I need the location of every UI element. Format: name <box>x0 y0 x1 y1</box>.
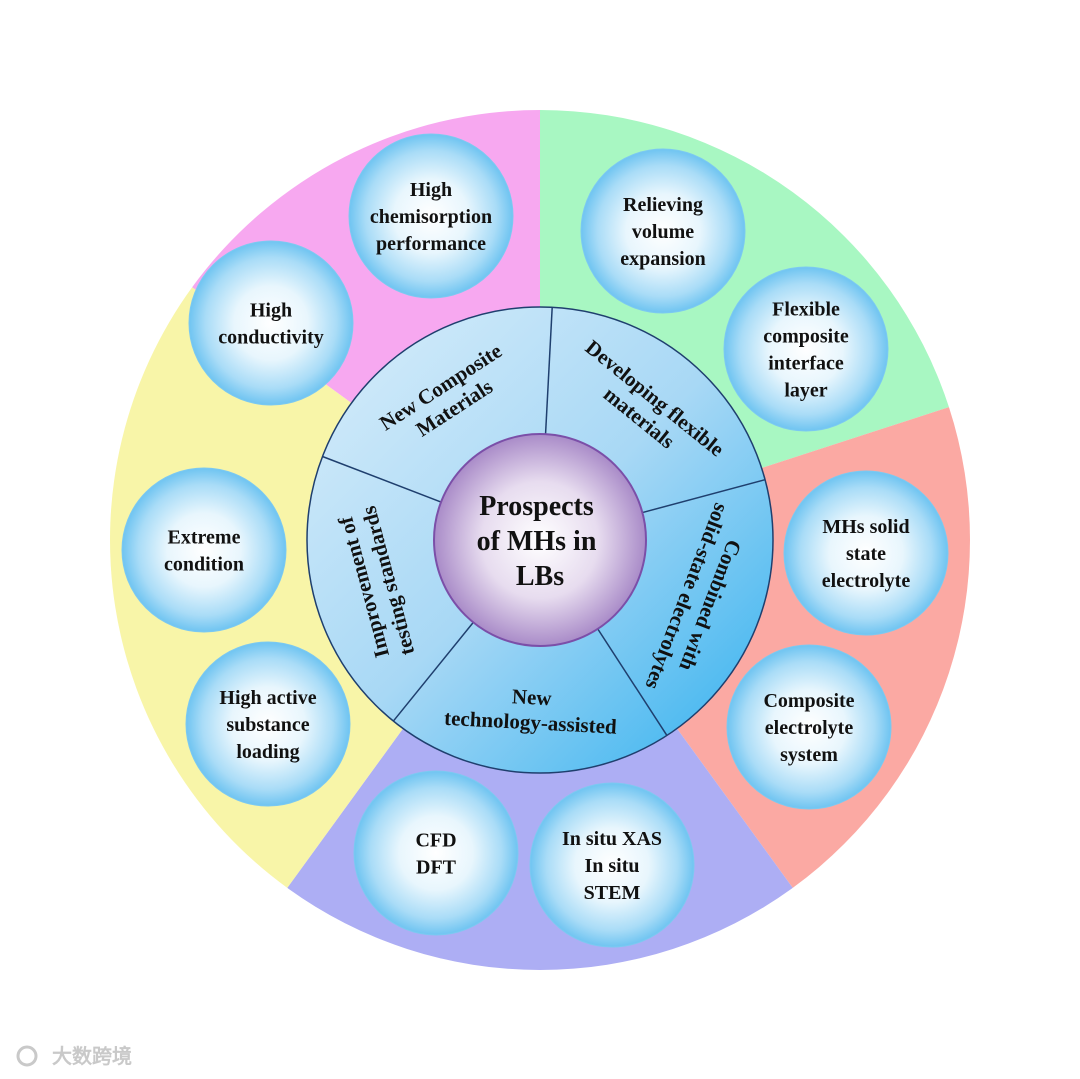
center-title-line: LBs <box>516 561 564 592</box>
benefit-bubble: Flexible composite interface layer <box>723 266 889 432</box>
bubble-circle <box>580 148 746 314</box>
benefit-bubble: Extreme condition <box>121 467 287 633</box>
bubble-text-line: High <box>250 300 292 322</box>
bubble-text-line: Extreme <box>168 527 241 549</box>
benefit-bubble: High chemisorption performance <box>348 133 514 299</box>
watermark-logo-icon <box>16 1045 38 1067</box>
bubble-text: High chemisorption performance <box>370 179 492 255</box>
center-title: Prospects of MHs in LBs <box>477 491 604 592</box>
ring-divider <box>322 455 442 503</box>
bubble-text-line: Flexible <box>772 299 840 321</box>
bubble-circle <box>529 782 695 948</box>
bubble-text: Extreme condition <box>164 527 244 576</box>
ring-divider <box>392 621 474 722</box>
bubble-text-line: High active <box>219 687 316 709</box>
bubble-text-line: electrolyte <box>765 717 854 739</box>
bubble-text-line: state <box>846 543 886 565</box>
bubble-circle <box>348 133 514 299</box>
bubble-text-line: system <box>780 744 838 766</box>
center-circle <box>433 433 647 647</box>
bubble-text-line: conductivity <box>218 327 324 349</box>
bubble-text-line: composite <box>763 326 849 348</box>
benefit-bubble: Composite electrolyte system <box>726 644 892 810</box>
bubble-text-line: STEM <box>584 882 641 904</box>
ring-divider <box>642 478 766 514</box>
benefit-bubble: CFD DFT <box>353 770 519 936</box>
bubble-text-line: High <box>410 179 452 201</box>
ring-divider <box>544 307 553 435</box>
bubble-text-line: CFD <box>415 830 456 852</box>
bubble-text-line: MHs solid <box>822 516 909 538</box>
bubble-circle <box>185 641 351 807</box>
benefit-bubble: Relieving volume expansion <box>580 148 746 314</box>
bubble-circle <box>353 770 519 936</box>
bubble-text-line: volume <box>632 221 694 243</box>
bubble-circle <box>188 240 354 406</box>
benefit-bubble: High active substance loading <box>185 641 351 807</box>
bubble-text-line: chemisorption <box>370 206 492 228</box>
bubble-text: CFD DFT <box>415 830 456 879</box>
bubble-text-line: performance <box>376 233 486 255</box>
bubble-text-line: substance <box>226 714 309 736</box>
bubble-text: Composite electrolyte system <box>763 690 854 766</box>
bubble-text: High conductivity <box>218 300 324 349</box>
bubble-text: MHs solid state electrolyte <box>822 516 911 592</box>
bubble-text: Relieving volume expansion <box>620 194 706 270</box>
center-title-line: of MHs in <box>477 526 597 557</box>
bubble-circle <box>783 470 949 636</box>
bubble-text-line: DFT <box>416 857 457 879</box>
bubble-text-line: electrolyte <box>822 570 911 592</box>
bubble-text: Flexible composite interface layer <box>763 299 849 402</box>
bubble-text-line: layer <box>784 380 827 402</box>
benefit-bubble: MHs solid state electrolyte <box>783 470 949 636</box>
bubble-text: High active substance loading <box>219 687 316 763</box>
watermark: 大数跨境 <box>16 1044 132 1068</box>
ring-divider <box>597 628 668 736</box>
bubble-circle <box>726 644 892 810</box>
bubble-text-line: In situ XAS <box>562 828 662 850</box>
bubble-text-line: interface <box>768 353 844 375</box>
category-label-line: New <box>511 684 553 710</box>
bubble-text-line: Relieving <box>623 194 703 216</box>
bubble-text-line: In situ <box>584 855 639 877</box>
bubble-text-line: Composite <box>763 690 854 712</box>
bubble-text-line: loading <box>236 741 299 763</box>
benefit-bubble: High conductivity <box>188 240 354 406</box>
center-title-line: Prospects <box>479 491 594 522</box>
bubble-circle <box>723 266 889 432</box>
watermark-text: 大数跨境 <box>52 1044 132 1068</box>
bubble-circle <box>121 467 287 633</box>
bubble-text-line: condition <box>164 554 244 576</box>
bubble-text-line: expansion <box>620 248 706 270</box>
